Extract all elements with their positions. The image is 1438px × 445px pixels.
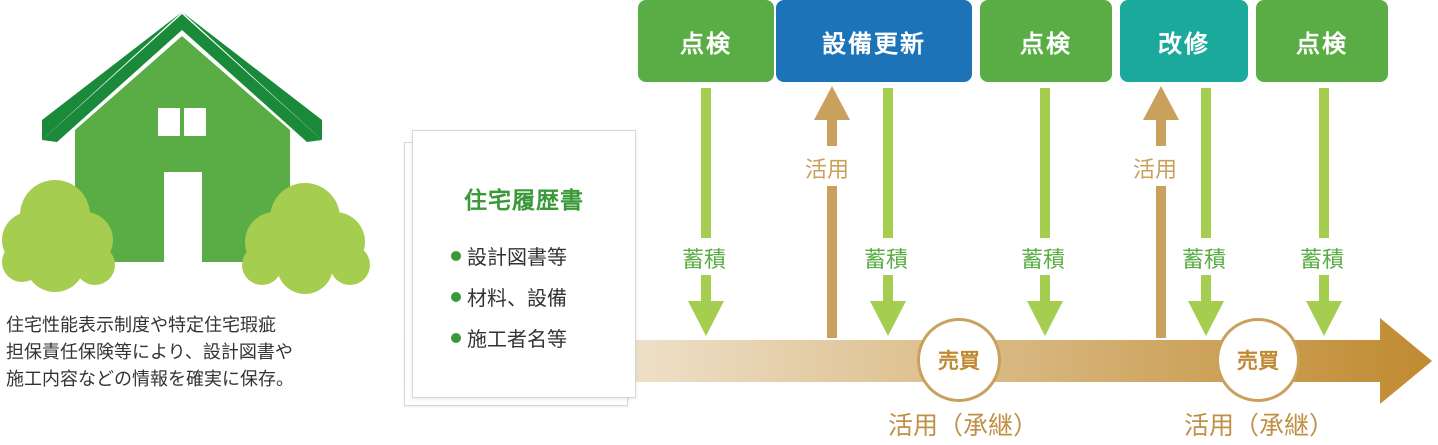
caption-line: 担保責任保険等により、設計図書や bbox=[6, 342, 293, 363]
utilize-arrow bbox=[1143, 86, 1179, 338]
bullet-icon bbox=[451, 291, 461, 302]
timeline-arrow-shape bbox=[370, 318, 1432, 404]
utilize-arrow bbox=[814, 86, 850, 338]
accumulate-label: 蓄積 bbox=[1300, 248, 1345, 273]
event-inspection: 点検 bbox=[980, 0, 1112, 82]
housing-history-document: 住宅履歴書 設計図書等 材料、設備 施工者名等 bbox=[412, 130, 636, 398]
house-illustration bbox=[2, 12, 370, 294]
house-wall bbox=[75, 36, 290, 262]
left-bush bbox=[2, 180, 115, 292]
utilize-label: 活用 bbox=[805, 158, 850, 183]
event-inspection: 点検 bbox=[1256, 0, 1388, 82]
caption-line: 施工内容などの情報を確実に保存。 bbox=[6, 369, 294, 390]
caption-line: 住宅性能表示制度や特定住宅瑕疵 bbox=[6, 315, 276, 336]
bullet-icon bbox=[451, 250, 461, 261]
event-renovation: 改修 bbox=[1120, 0, 1248, 82]
document-item: 材料、設備 bbox=[451, 276, 567, 317]
accumulate-label: 蓄積 bbox=[1182, 248, 1227, 273]
accumulate-arrow bbox=[1188, 88, 1224, 336]
document-item-list: 設計図書等 材料、設備 施工者名等 bbox=[451, 235, 567, 358]
document-title: 住宅履歴書 bbox=[464, 188, 584, 214]
sale-badge: 売買 bbox=[917, 318, 1001, 402]
bullet-icon bbox=[451, 332, 461, 343]
accumulate-label: 蓄積 bbox=[682, 248, 727, 273]
accumulate-label: 蓄積 bbox=[864, 248, 909, 273]
accumulate-arrow bbox=[870, 88, 906, 336]
document-item: 施工者名等 bbox=[451, 317, 567, 358]
house-caption: 住宅性能表示制度や特定住宅瑕疵 担保責任保険等により、設計図書や 施工内容などの… bbox=[6, 312, 376, 393]
right-bush bbox=[242, 183, 370, 294]
sale-badge: 売買 bbox=[1216, 318, 1300, 402]
event-equipment-update: 設備更新 bbox=[776, 0, 972, 82]
accumulate-arrow bbox=[1027, 88, 1063, 336]
document-item: 設計図書等 bbox=[451, 235, 567, 276]
sale-caption: 活用（承継） bbox=[1184, 411, 1335, 440]
utilize-label: 活用 bbox=[1133, 158, 1178, 183]
accumulate-label: 蓄積 bbox=[1021, 248, 1066, 273]
event-inspection: 点検 bbox=[638, 0, 774, 82]
house-door bbox=[164, 172, 202, 262]
sale-caption: 活用（承継） bbox=[888, 411, 1039, 440]
accumulate-arrow bbox=[688, 88, 724, 336]
house-roof-band bbox=[42, 14, 322, 142]
accumulate-arrow bbox=[1306, 88, 1342, 336]
